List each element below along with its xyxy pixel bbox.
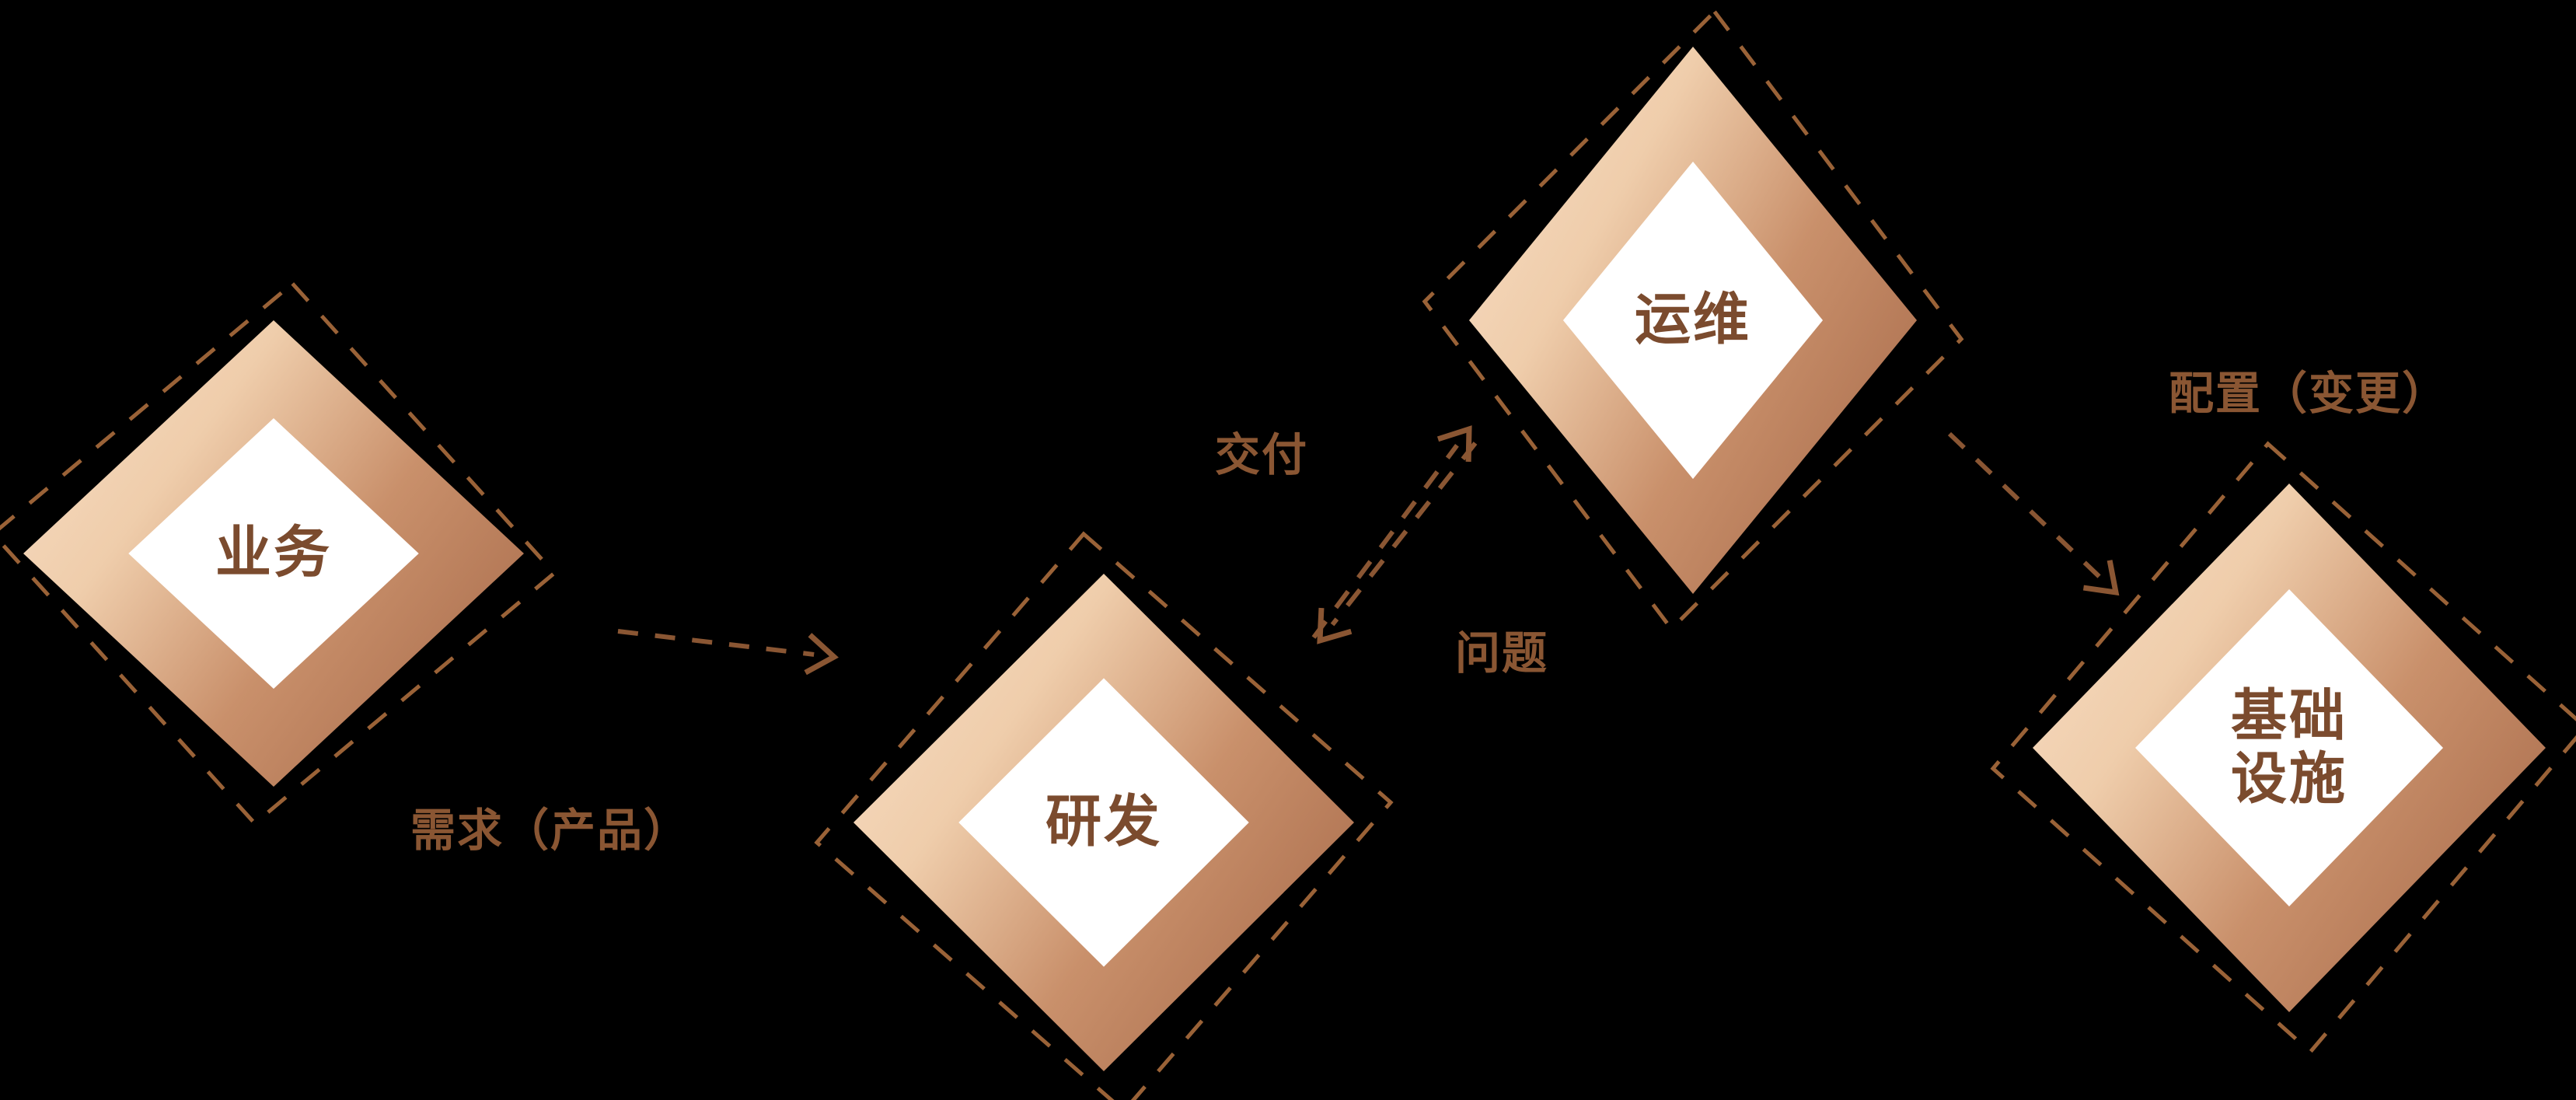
node-infra[interactable]	[1972, 423, 2576, 1072]
edge-arrowhead-icon	[804, 633, 839, 676]
edge-label-demand: 需求（产品）	[410, 805, 691, 856]
edge-label-issue: 问题	[1455, 628, 1549, 679]
node-dashed-outline	[1990, 441, 2576, 1055]
edge-label-config: 配置（变更）	[2169, 368, 2449, 419]
node-inner-diamond	[128, 418, 419, 689]
edge-issue	[1317, 442, 1478, 644]
edge-arrowhead-icon	[1317, 607, 1353, 644]
node-ops[interactable]	[1403, 0, 1983, 648]
edge-delivery	[1311, 425, 1472, 639]
node-dashed-outline	[1422, 9, 1964, 632]
node-inner-diamond	[2135, 589, 2443, 906]
node-business[interactable]	[0, 264, 573, 843]
node-inner-diamond	[1562, 161, 1824, 480]
node-rnd[interactable]	[797, 514, 1411, 1100]
node-inner-diamond	[958, 678, 1249, 967]
edge-demand	[617, 629, 839, 676]
edge-dashed-line	[1330, 442, 1478, 627]
edge-label-delivery: 交付	[1215, 430, 1309, 480]
edge-dashed-line	[1947, 431, 2103, 581]
edge-dashed-line	[1311, 444, 1459, 639]
edge-config	[1947, 431, 2120, 596]
edge-arrowhead-icon	[2082, 560, 2120, 596]
node-dashed-outline	[814, 531, 1394, 1100]
edge-dashed-line	[617, 629, 815, 657]
edges-layer	[617, 425, 2120, 676]
